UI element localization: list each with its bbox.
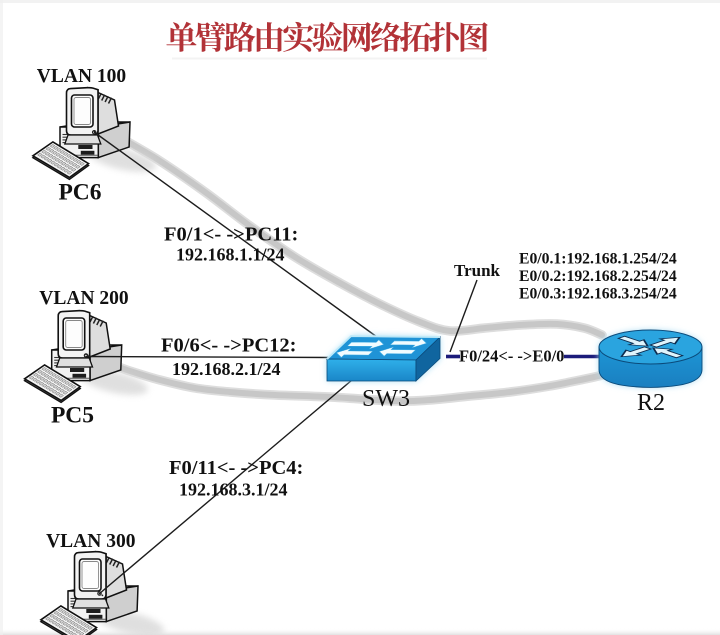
svg-text:PC6: PC6 (58, 180, 101, 206)
svg-text:F0/24<- ->E0/0: F0/24<- ->E0/0 (459, 347, 564, 366)
svg-text:R2: R2 (637, 390, 665, 416)
svg-text:192.168.2.1/24: 192.168.2.1/24 (172, 359, 281, 379)
svg-text:Trunk: Trunk (454, 261, 501, 280)
svg-text:PC5: PC5 (51, 403, 94, 429)
svg-text:E0/0.3:192.168.3.254/24: E0/0.3:192.168.3.254/24 (519, 286, 677, 303)
svg-text:SW3: SW3 (362, 386, 410, 412)
svg-text:VLAN 300: VLAN 300 (46, 531, 135, 552)
svg-text:F0/1<- ->PC11:: F0/1<- ->PC11: (164, 224, 298, 246)
svg-text:192.168.3.1/24: 192.168.3.1/24 (179, 480, 288, 500)
svg-text:F0/6<- ->PC12:: F0/6<- ->PC12: (161, 335, 297, 357)
svg-text:F0/11<- ->PC4:: F0/11<- ->PC4: (169, 457, 303, 479)
svg-text:E0/0.1:192.168.1.254/24: E0/0.1:192.168.1.254/24 (519, 251, 677, 268)
svg-text:192.168.1.1/24: 192.168.1.1/24 (176, 245, 285, 265)
svg-text:E0/0.2:192.168.2.254/24: E0/0.2:192.168.2.254/24 (519, 268, 677, 285)
svg-text:VLAN 200: VLAN 200 (39, 288, 128, 309)
svg-text:VLAN 100: VLAN 100 (37, 66, 126, 87)
